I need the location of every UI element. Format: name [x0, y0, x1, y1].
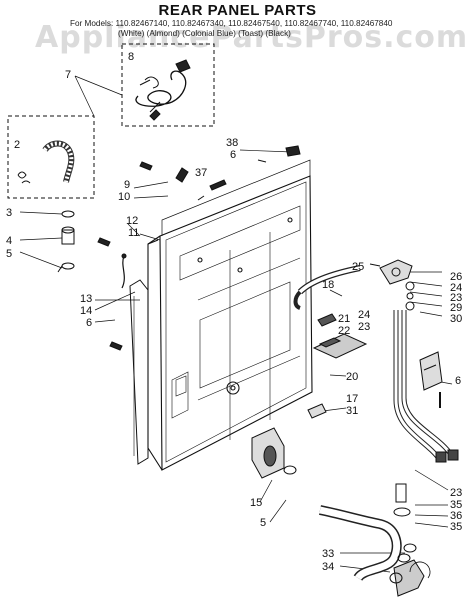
- watermark: AppliancePartsPros.com: [35, 20, 469, 55]
- callout-30: 30: [450, 313, 462, 325]
- callout-4: 4: [6, 235, 12, 247]
- callout-37: 37: [195, 167, 207, 179]
- callout-2: 2: [14, 139, 20, 151]
- callout-15: 15: [250, 497, 262, 509]
- callout-8: 8: [128, 51, 134, 63]
- callout-26: 26: [450, 271, 462, 283]
- hose-clip: [419, 351, 443, 391]
- callout-36: 36: [450, 510, 462, 522]
- model-colors: (White) (Almond) (Colonial Blue) (Toast)…: [118, 29, 291, 38]
- callout-29: 29: [450, 302, 462, 314]
- mounting-bracket: [312, 313, 368, 359]
- callout-38: 38: [226, 137, 238, 149]
- callout-14: 14: [80, 305, 92, 317]
- callout-9: 9: [124, 179, 130, 191]
- callout-31: 31: [346, 405, 358, 417]
- spacer: [307, 403, 327, 419]
- side-rail: [129, 279, 149, 465]
- callout-20: 20: [346, 371, 358, 383]
- callout-6c: 6: [455, 375, 461, 387]
- callout-labels: 2 3 4 5 7 8 38 6 9 10 37 12 11 13 14 6 2…: [6, 51, 462, 573]
- callout-5b: 5: [260, 517, 266, 529]
- power-cord-kit-box: [121, 43, 215, 127]
- callout-23a: 23: [450, 292, 462, 304]
- callout-35a: 35: [450, 499, 462, 511]
- callout-33: 33: [322, 548, 334, 560]
- callout-17: 17: [346, 393, 358, 405]
- callout-11: 11: [128, 227, 139, 239]
- inlet-hoses: [393, 310, 459, 463]
- callout-13: 13: [80, 293, 92, 305]
- screws: [97, 145, 441, 408]
- inlet-valve-assembly: [369, 259, 415, 311]
- callout-24b: 24: [358, 309, 370, 321]
- wire-harness: [121, 253, 127, 289]
- callout-35b: 35: [450, 521, 462, 533]
- callout-21: 21: [338, 313, 350, 325]
- callout-6a: 6: [230, 149, 236, 161]
- callout-3: 3: [6, 207, 12, 219]
- callout-12: 12: [126, 215, 138, 227]
- callout-23c: 23: [450, 487, 462, 499]
- drain-clamp-stack: [57, 210, 75, 273]
- leader-lines: [19, 75, 453, 573]
- callout-18: 18: [322, 279, 334, 291]
- callout-22: 22: [338, 325, 350, 337]
- drain-hose-kit-box: [7, 115, 95, 199]
- drain-outlet-cover: [251, 427, 297, 479]
- callout-34: 34: [322, 561, 334, 573]
- callout-10: 10: [118, 191, 130, 203]
- drain-hose-assembly: [319, 483, 431, 597]
- callout-7: 7: [65, 69, 71, 81]
- callout-25: 25: [352, 261, 364, 273]
- fill-hose: [293, 265, 361, 310]
- callout-5: 5: [6, 248, 12, 260]
- callout-24a: 24: [450, 282, 462, 294]
- callout-6b: 6: [86, 317, 92, 329]
- callout-23b: 23: [358, 321, 370, 333]
- page-title: REAR PANEL PARTS: [158, 2, 317, 19]
- model-list: For Models: 110.82467140, 110.82467340, …: [70, 19, 393, 28]
- rear-panel: [147, 159, 313, 471]
